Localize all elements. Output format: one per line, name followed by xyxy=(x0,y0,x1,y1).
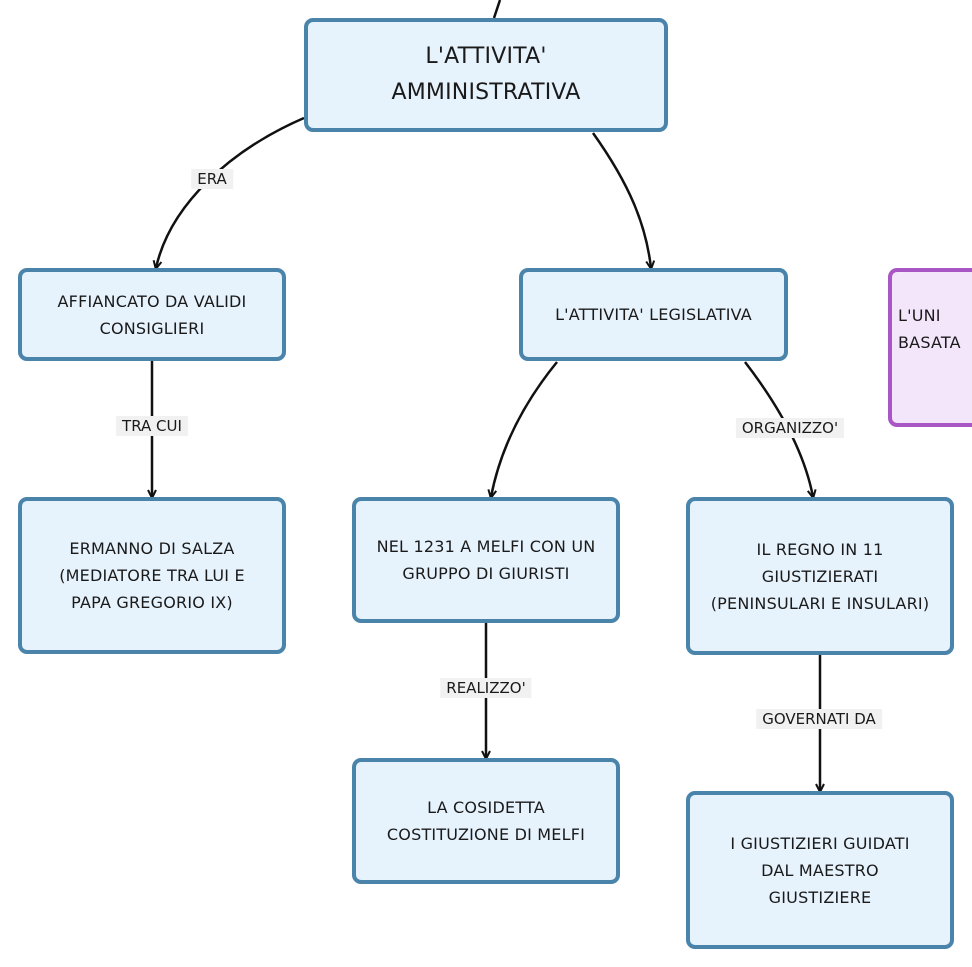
node-costituzione-di-melfi[interactable]: LA COSIDETTA COSTITUZIONE DI MELFI xyxy=(352,758,620,884)
edge-legislativa-to-melfi xyxy=(491,361,558,497)
node-giustizieri[interactable]: I GIUSTIZIERI GUIDATI DAL MAESTRO GIUSTI… xyxy=(686,791,954,949)
edge-admin-to-consiglieri xyxy=(156,116,305,268)
edge-incoming-top xyxy=(492,0,502,19)
edge-admin-to-legislativa xyxy=(591,132,651,268)
node-melfi-1231[interactable]: NEL 1231 A MELFI CON UN GRUPPO DI GIURIS… xyxy=(352,497,620,623)
node-partial-right[interactable]: L'UNI BASATA xyxy=(888,268,972,427)
edge-label-realizzo: REALIZZO' xyxy=(440,678,532,698)
node-consiglieri[interactable]: AFFIANCATO DA VALIDI CONSIGLIERI xyxy=(18,268,286,361)
edge-label-tra-cui: TRA CUI xyxy=(116,416,188,436)
edge-label-governati-da: GOVERNATI DA xyxy=(756,709,882,729)
edge-label-era: ERA xyxy=(191,169,233,189)
node-attivita-legislativa[interactable]: L'ATTIVITA' LEGISLATIVA xyxy=(519,268,788,361)
node-attivita-amministrativa[interactable]: L'ATTIVITA' AMMINISTRATIVA xyxy=(304,18,668,132)
node-giustizierati[interactable]: IL REGNO IN 11 GIUSTIZIERATI (PENINSULAR… xyxy=(686,497,954,655)
node-ermanno-di-salza[interactable]: ERMANNO DI SALZA (MEDIATORE TRA LUI E PA… xyxy=(18,497,286,654)
edge-label-organizzo: ORGANIZZO' xyxy=(735,418,845,438)
